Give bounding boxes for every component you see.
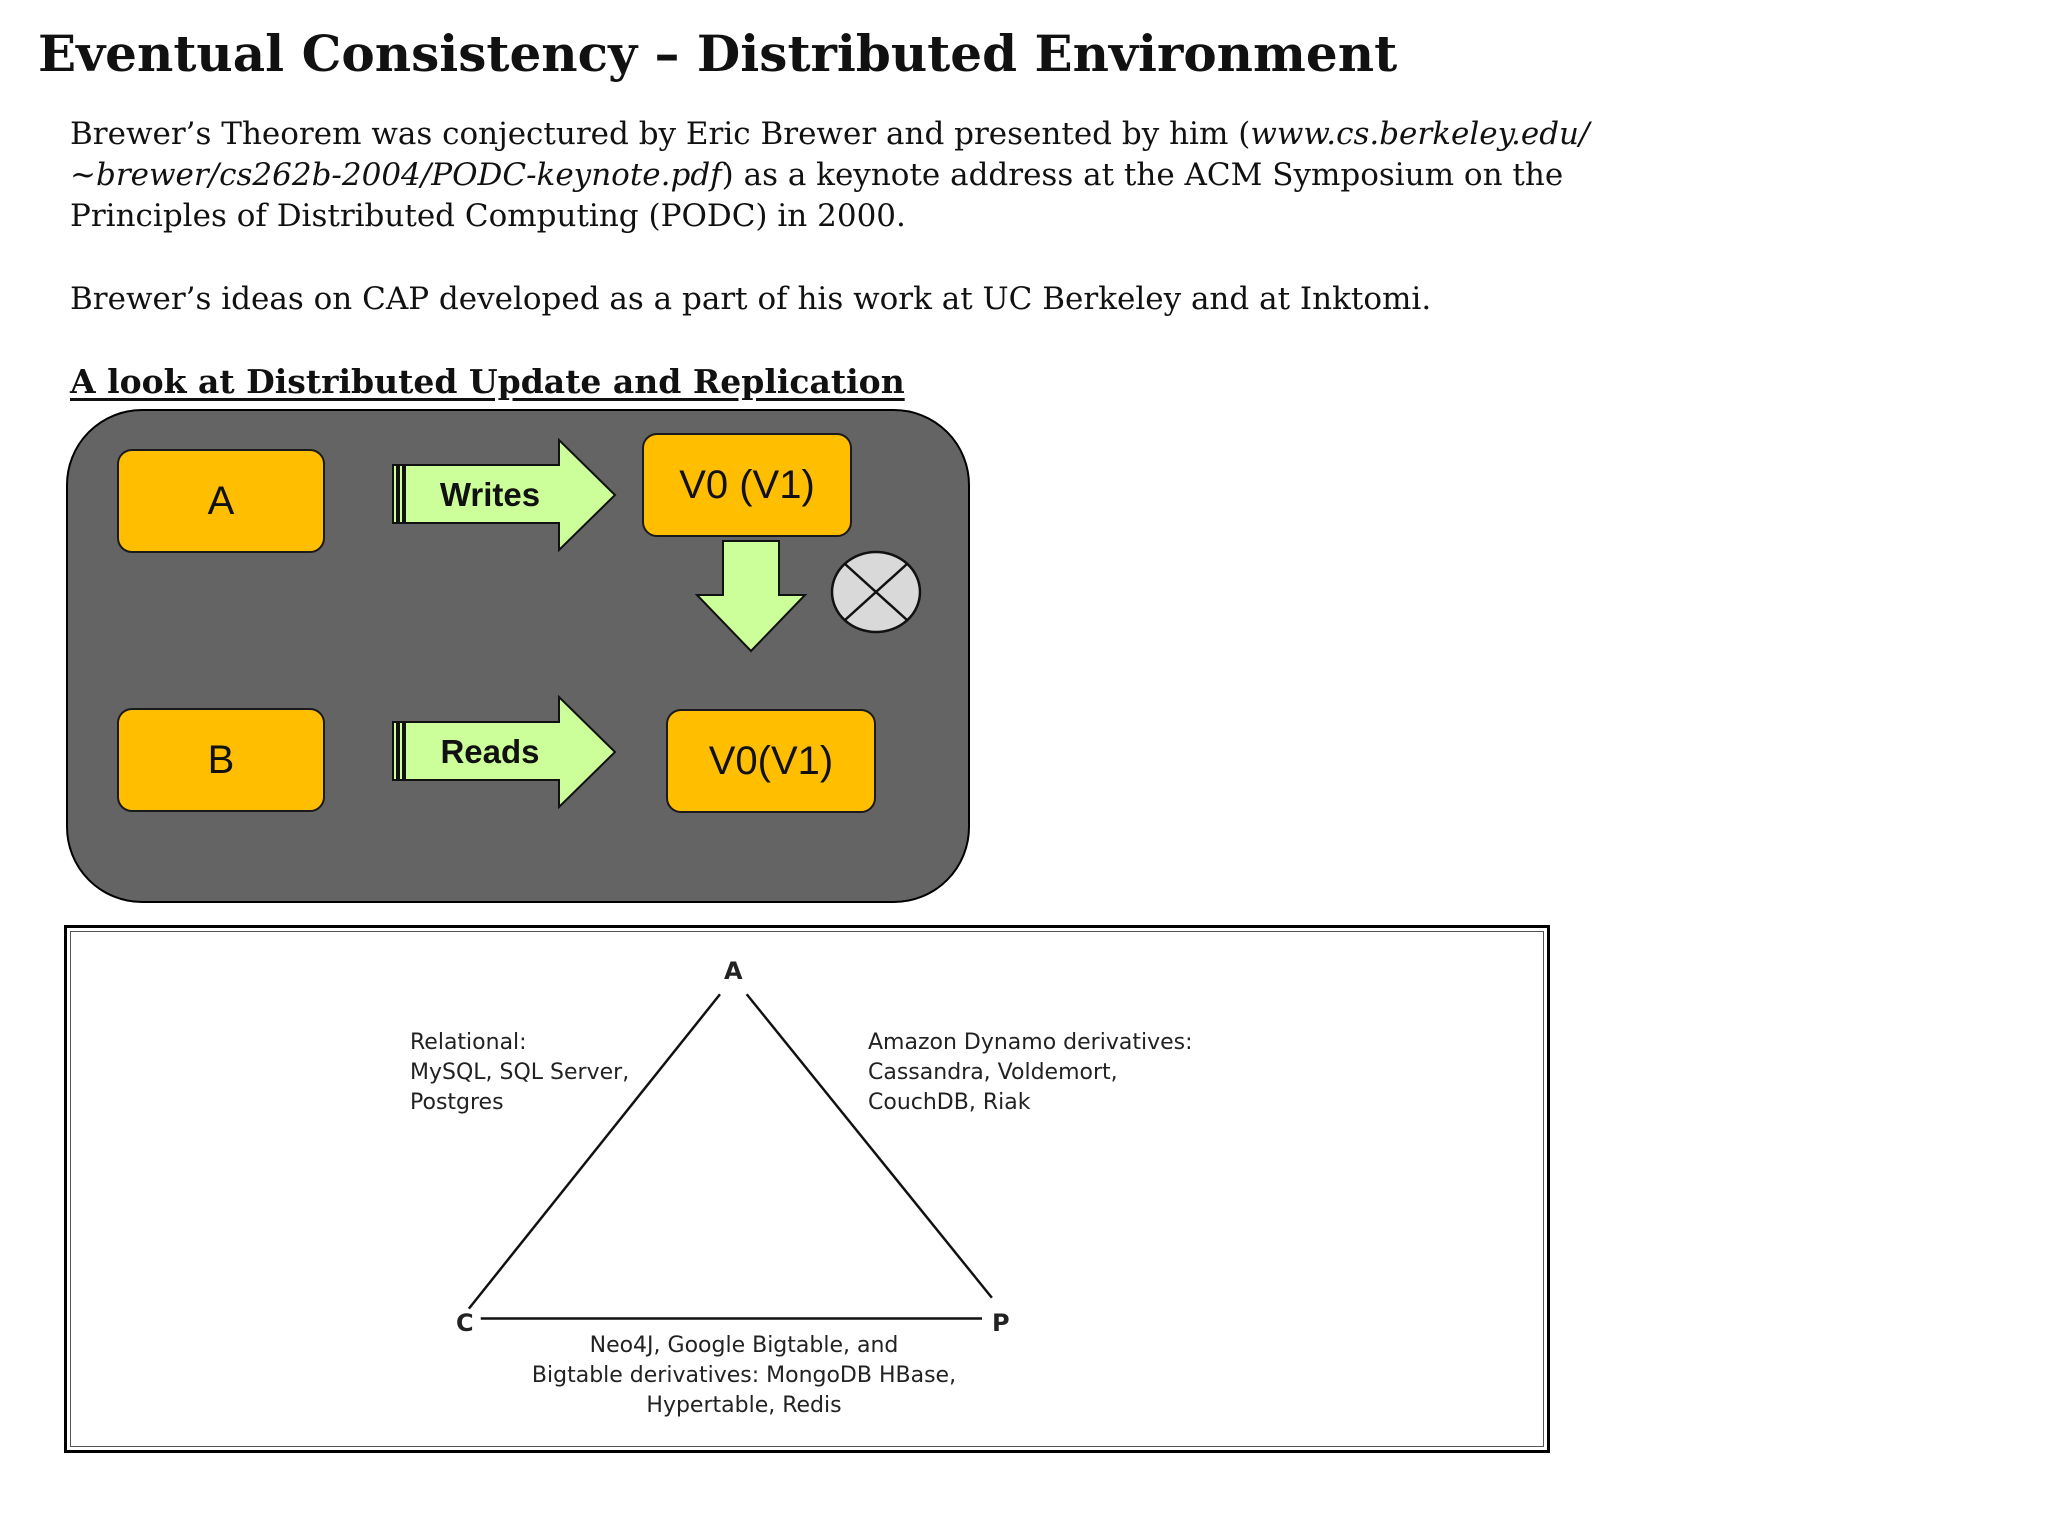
ap-side-label: Amazon Dynamo derivatives: Cassandra, Vo… bbox=[868, 1030, 1193, 1115]
down-arrow-icon bbox=[694, 540, 808, 653]
cap-origin-paragraph: Brewer’s ideas on CAP developed as a par… bbox=[70, 281, 1432, 317]
vertex-availability: A bbox=[724, 957, 743, 985]
failed-replication-icon bbox=[829, 549, 923, 635]
node-b: B bbox=[117, 708, 325, 812]
intro-paragraph: Brewer’s Theorem was conjectured by Eric… bbox=[70, 114, 1589, 237]
store-bottom: V0(V1) bbox=[666, 709, 876, 813]
node-a: A bbox=[117, 449, 325, 553]
replication-arrow bbox=[694, 539, 808, 653]
intro-line-1: Brewer’s Theorem was conjectured by Eric… bbox=[70, 116, 1590, 152]
cap-triangle-lines bbox=[467, 993, 993, 1320]
writes-label: Writes bbox=[439, 476, 541, 513]
intro-line-3: Principles of Distributed Computing (POD… bbox=[70, 198, 906, 234]
replication-diagram: A B Writes Reads V0 (V1) V0(V1) bbox=[66, 409, 970, 903]
section-heading: A look at Distributed Update and Replica… bbox=[70, 362, 905, 401]
writes-arrow: Writes bbox=[391, 438, 617, 552]
keynote-url-part2: ~brewer/cs262b-2004/PODC-keynote.pdf bbox=[70, 157, 722, 193]
page-title: Eventual Consistency – Distributed Envir… bbox=[38, 24, 1398, 83]
right-arrow-icon bbox=[392, 438, 617, 552]
cp-side-label: Neo4J, Google Bigtable, and Bigtable der… bbox=[531, 1333, 957, 1418]
vertex-partition-tolerance: P bbox=[992, 1309, 1010, 1337]
cap-triangle-figure: A C P Relational: MySQL, SQL Server, Pos… bbox=[64, 925, 1550, 1453]
right-arrow-icon bbox=[392, 695, 617, 809]
keynote-url-part1: www.cs.berkeley.edu/ bbox=[1250, 116, 1590, 152]
reads-arrow: Reads bbox=[391, 695, 617, 809]
ca-side-label: Relational: MySQL, SQL Server, Postgres bbox=[410, 1030, 630, 1115]
store-top: V0 (V1) bbox=[642, 433, 852, 537]
intro-line-2: ~brewer/cs262b-2004/PODC-keynote.pdf) as… bbox=[70, 157, 1564, 193]
vertex-consistency: C bbox=[456, 1309, 474, 1337]
reads-label: Reads bbox=[440, 733, 540, 770]
